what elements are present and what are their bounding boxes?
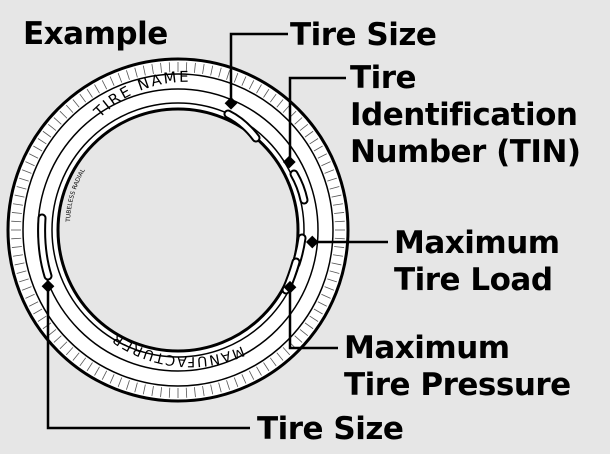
tire-tread-ring: [22, 73, 334, 387]
leader-line-tire-size-bottom: [46, 287, 250, 430]
marker-tire-size-top: [224, 96, 238, 110]
callout-max-pressure: Maximum Tire Pressure: [344, 330, 571, 403]
bead-ring: [51, 102, 305, 358]
tread-ticks: [11, 62, 345, 398]
leader-line-max-pressure: [288, 288, 338, 350]
callout-tin: Tire Identification Number (TIN): [350, 60, 581, 170]
callout-max-load: Maximum Tire Load: [394, 225, 560, 298]
marker-tin: [282, 155, 296, 169]
leader-line-tin: [288, 76, 346, 162]
callout-tire-size-bottom: Tire Size: [257, 411, 404, 447]
rim-opening: [56, 107, 300, 353]
example-label: Example: [23, 16, 168, 52]
marker-max-pressure: [283, 280, 297, 294]
callout-tire-size-top: Tire Size: [290, 17, 437, 53]
marker-max-load: [305, 235, 319, 249]
leader-line-tire-size-top: [229, 32, 288, 104]
